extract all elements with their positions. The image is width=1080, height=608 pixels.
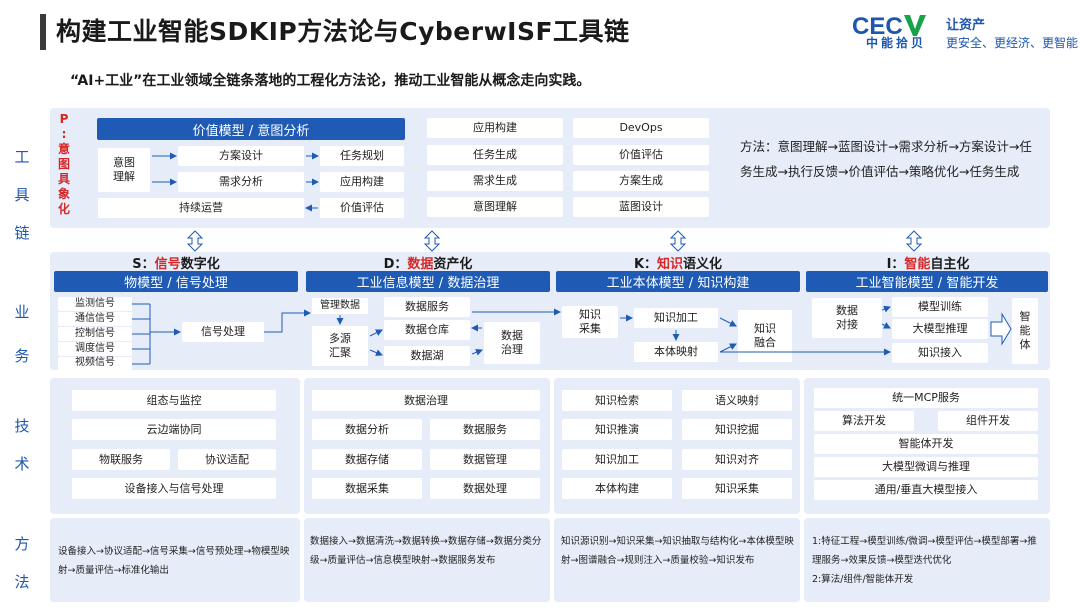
tech-k-mining: 知识挖掘	[682, 419, 792, 440]
tool-blueprint-design: 蓝图设计	[573, 197, 709, 217]
tech-d-collection: 数据采集	[312, 478, 422, 499]
toolchain-method-text: 方法：意图理解→蓝图设计→需求分析→方案设计→任务生成→执行反馈→价值评估→策略…	[740, 139, 1032, 179]
page-title: 构建工业智能SDKIP方法论与CyberwISF工具链	[56, 17, 630, 46]
knowledge-fusion-box: 知识 融合	[738, 310, 792, 362]
page-subtitle: “AI+工业”在工业领域全链条落地的工程化方法论，推动工业智能从概念走向实践。	[70, 73, 591, 89]
toolchain-header: 价值模型 / 意图分析	[97, 118, 405, 140]
signal-monitor: 监测信号	[58, 297, 132, 311]
method-panel-d	[304, 518, 550, 602]
tech-s-config-monitor: 组态与监控	[72, 390, 276, 411]
header-k: 工业本体模型 / 知识构建	[556, 271, 800, 292]
tech-i-agent-dev: 智能体开发	[814, 434, 1038, 454]
value-evaluation-box: 价值评估	[320, 198, 404, 218]
row-label-technology: 技 术	[14, 417, 30, 473]
tech-k-semantic-map: 语义映射	[682, 390, 792, 411]
data-warehouse-box: 数据仓库	[384, 320, 470, 340]
tool-app-build: 应用构建	[427, 118, 563, 138]
row-label-method: 方 法	[14, 535, 30, 591]
row-label-business: 业 务	[14, 303, 30, 365]
svg-text:CEC: CEC	[852, 13, 903, 40]
data-governance-box: 数据 治理	[484, 322, 540, 364]
header-i: 工业智能模型 / 智能开发	[806, 271, 1048, 292]
tech-d-governance: 数据治理	[312, 390, 540, 411]
tech-k-collection: 知识采集	[682, 478, 792, 499]
solution-design-box: 方案设计	[178, 146, 304, 166]
phase-title-s: S：信号数字化	[132, 257, 220, 272]
tech-d-management: 数据管理	[430, 449, 540, 470]
requirement-analysis-box: 需求分析	[178, 172, 304, 192]
method-d-text: 数据接入→数据清洗→数据转换→数据存储→数据分类分级→质量评估→信息模型映射→数…	[310, 536, 542, 566]
row-label-toolchain: 工 具 链	[14, 148, 30, 242]
method-panel-i	[804, 518, 1050, 602]
tech-k-retrieval: 知识检索	[562, 390, 672, 411]
signal-control: 控制信号	[58, 327, 132, 341]
knowledge-collect-box: 知识 采集	[562, 306, 618, 338]
tech-i-mcp: 统一MCP服务	[814, 388, 1038, 408]
method-s-text: 设备接入→协议适配→信号采集→信号预处理→物模型映射→质量评估→标准化输出	[58, 546, 290, 576]
header-s: 物模型 / 信号处理	[54, 271, 298, 292]
continuous-operation-box: 持续运营	[98, 198, 304, 218]
tech-d-analysis: 数据分析	[312, 419, 422, 440]
data-lake-box: 数据湖	[384, 346, 470, 366]
tech-k-ontology-build: 本体构建	[562, 478, 672, 499]
data-docking-box: 数据 对接	[812, 298, 882, 338]
slogan-line-1: 让资产	[946, 18, 986, 33]
header-d: 工业信息模型 / 数据治理	[306, 271, 550, 292]
signal-processing-box: 信号处理	[182, 322, 264, 342]
tool-value-evaluation: 价值评估	[573, 145, 709, 165]
phase-title-k: K：知识语义化	[633, 257, 723, 272]
method-i-text: 1:特征工程→模型训练/微调→模型评估→模型部署→推理服务→效果反馈→模型迭代优…	[812, 536, 1037, 585]
double-arrow-icon	[423, 230, 441, 252]
slogan-line-2: 更安全、更经济、更智能	[946, 36, 1079, 50]
tech-i-algo-dev: 算法开发	[814, 411, 914, 431]
model-training-box: 模型训练	[892, 297, 988, 317]
intent-understanding-box: 意图 理解	[98, 148, 150, 192]
tech-d-processing: 数据处理	[430, 478, 540, 499]
method-k-text: 知识源识别→知识采集→知识抽取与结构化→本体模型映射→图谱融合→规则注入→质量校…	[561, 536, 794, 566]
tech-k-deduction: 知识推演	[562, 419, 672, 440]
signal-comm: 通信信号	[58, 312, 132, 326]
ontology-mapping-box: 本体映射	[634, 342, 718, 362]
knowledge-access-box: 知识接入	[892, 343, 988, 363]
signal-video: 视频信号	[58, 357, 132, 370]
tool-devops: DevOps	[573, 118, 709, 138]
tech-i-llm-finetune: 大模型微调与推理	[814, 457, 1038, 477]
app-build-box: 应用构建	[320, 172, 404, 192]
knowledge-process-box: 知识加工	[634, 308, 718, 328]
phase-title-i: I：智能自主化	[886, 257, 970, 272]
tech-d-service: 数据服务	[430, 419, 540, 440]
title-accent-bar	[40, 14, 46, 50]
tech-s-protocol: 协议适配	[178, 449, 276, 470]
logo-text: 中能拾贝	[866, 36, 927, 50]
tool-intent-understanding: 意图理解	[427, 197, 563, 217]
tech-s-device-access: 设备接入与信号处理	[72, 478, 276, 499]
double-arrow-icon	[905, 230, 923, 252]
tool-task-generation: 任务生成	[427, 145, 563, 165]
p-intent-label: P : 意 图 具 象 化	[57, 112, 70, 216]
double-arrow-icon	[186, 230, 204, 252]
tech-i-llm-access: 通用/垂直大模型接入	[814, 480, 1038, 500]
mgmt-data-box: 管理数据	[312, 298, 368, 314]
tech-i-component-dev: 组件开发	[938, 411, 1038, 431]
tech-d-storage: 数据存储	[312, 449, 422, 470]
cecw-logo-icon: CEC	[852, 13, 926, 40]
double-arrow-icon	[669, 230, 687, 252]
phase-title-d: D：数据资产化	[383, 257, 473, 272]
block-arrow-icon	[990, 312, 1012, 346]
tool-requirement-generation: 需求生成	[427, 171, 563, 191]
multi-source-box: 多源 汇聚	[312, 326, 368, 366]
signal-dispatch: 调度信号	[58, 342, 132, 356]
task-planning-box: 任务规划	[320, 146, 404, 166]
tech-k-processing: 知识加工	[562, 449, 672, 470]
data-service-box: 数据服务	[384, 297, 470, 317]
method-panel-s	[50, 518, 300, 602]
tech-s-iot-service: 物联服务	[72, 449, 170, 470]
tech-k-alignment: 知识对齐	[682, 449, 792, 470]
method-panel-k	[554, 518, 800, 602]
tool-solution-generation: 方案生成	[573, 171, 709, 191]
llm-inference-box: 大模型推理	[892, 319, 988, 339]
tech-s-cloud-edge: 云边端协同	[72, 419, 276, 440]
agent-box: 智 能 体	[1012, 298, 1038, 364]
